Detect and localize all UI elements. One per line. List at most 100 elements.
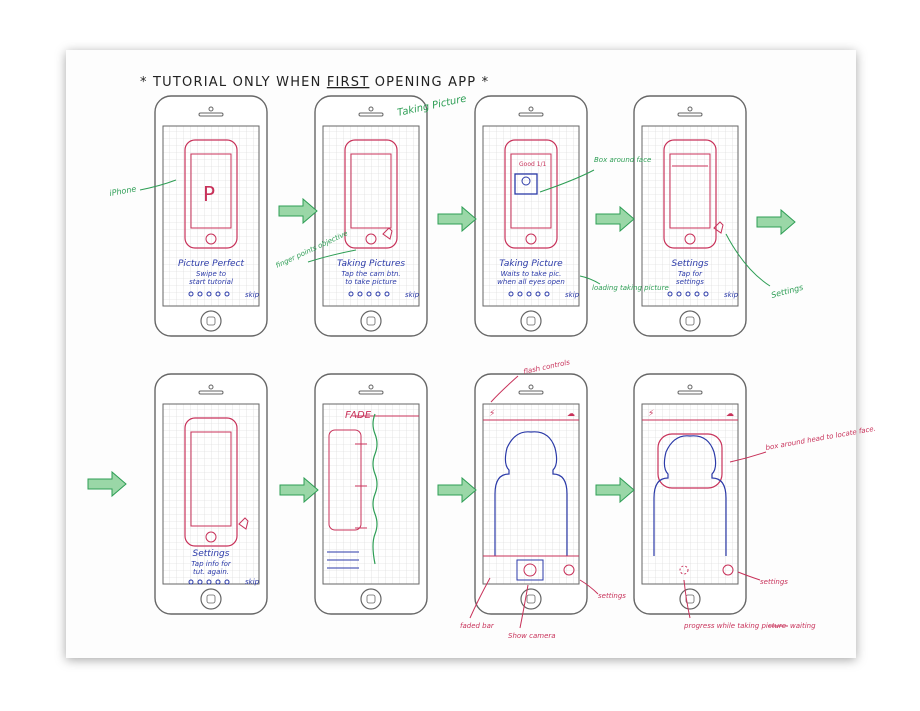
sketch-home (205, 531, 217, 543)
settings-note: Settings (770, 283, 804, 300)
flow-arrows (87, 197, 796, 504)
camera-dot (208, 106, 214, 112)
camera-dot (687, 384, 693, 390)
skip-link: skip (405, 291, 420, 299)
phone-screen (162, 403, 260, 585)
page-dot (366, 291, 372, 297)
sketch-phone (184, 139, 238, 249)
fade-edge (372, 413, 378, 565)
sketch-screen (669, 153, 711, 229)
app-logo: P (203, 182, 215, 206)
sketch-screen (510, 153, 552, 229)
speaker-slot (358, 390, 384, 395)
home-button (360, 310, 382, 332)
box-around-face-note: Box around face (594, 156, 651, 164)
sketch-phone (504, 139, 558, 249)
page-dot (517, 291, 523, 297)
page-dot (535, 291, 541, 297)
phone-s6: FADE (314, 373, 428, 615)
screen-subtitle: Tap the cam btn. (341, 270, 400, 278)
screen-subtitle: Swipe to (196, 270, 226, 278)
page-dot (703, 291, 709, 297)
flow-arrow (595, 205, 635, 233)
speaker-slot (677, 390, 703, 395)
sketch-screen (350, 153, 392, 229)
screen-caption: Taking Picture (499, 259, 563, 269)
camera-dot (528, 106, 534, 112)
phone-screen (322, 403, 420, 585)
progress-note: progress while taking picture (683, 622, 786, 630)
screen-subtitle: Waits to take pic. (501, 270, 562, 278)
face-silhouette (653, 435, 727, 556)
screen-subtitle-2: to take picture (345, 278, 396, 286)
flow-arrow (278, 197, 318, 225)
skip-link: skip (565, 291, 580, 299)
screen-caption: Taking Pictures (337, 259, 405, 269)
page-dot (188, 579, 194, 585)
home-button (200, 310, 222, 332)
cloud-icon: ☁ (726, 409, 734, 418)
finger-icon (713, 221, 724, 234)
screen-caption: Picture Perfect (178, 259, 245, 269)
face-box (514, 173, 538, 195)
page-dot (676, 291, 682, 297)
face-silhouette (494, 431, 568, 556)
camera-dot (368, 384, 374, 390)
flow-arrow (595, 476, 635, 504)
page-dot (197, 291, 203, 297)
flash-icon: ⚡ (489, 409, 495, 419)
sketch-screen (190, 431, 232, 527)
page-dot (375, 291, 381, 297)
phone-screen (162, 125, 260, 307)
page-dot (215, 291, 221, 297)
home-button (200, 588, 222, 610)
flow-arrow (437, 205, 477, 233)
speaker-slot (358, 112, 384, 117)
skip-link: skip (245, 578, 260, 586)
camera-dot (528, 384, 534, 390)
sketch-screen (190, 153, 232, 229)
flow-arrow (756, 208, 796, 236)
sketch-phone (344, 139, 398, 249)
waiting-note: waiting (790, 622, 816, 630)
page-dot (348, 291, 354, 297)
page-dot (508, 291, 514, 297)
loading-note: loading taking picture (592, 284, 669, 292)
page-dot (206, 579, 212, 585)
page-dot (526, 291, 532, 297)
sketch-phone (184, 417, 238, 547)
phone-s8: ⚡☁ (633, 373, 747, 615)
phone-screen (482, 403, 580, 585)
finger-icon (382, 227, 393, 240)
screen-caption: Settings (672, 259, 709, 269)
home-button (679, 588, 701, 610)
flash-controls-note: flash controls (523, 358, 571, 376)
page-dot (685, 291, 691, 297)
phone-s7: ⚡☁ (474, 373, 588, 615)
show-camera-note: Show camera (508, 632, 556, 640)
screen-subtitle-2: settings (676, 278, 704, 286)
progress-spinner (679, 565, 689, 575)
skip-link: skip (245, 291, 260, 299)
page-dot (224, 579, 230, 585)
phone-screen (322, 125, 420, 307)
gear-icon (722, 564, 734, 576)
sketch-home (205, 233, 217, 245)
page-dot (224, 291, 230, 297)
sketch-home (525, 233, 537, 245)
screen-subtitle: Tap for (678, 270, 703, 278)
speaker-slot (198, 390, 224, 395)
speaker-slot (518, 112, 544, 117)
gear-icon (563, 564, 575, 576)
face-box (657, 433, 723, 489)
speaker-slot (677, 112, 703, 117)
home-button (360, 588, 382, 610)
camera-dot (687, 106, 693, 112)
page-dot (188, 291, 194, 297)
counter-label: Good 1/1 (519, 161, 547, 168)
